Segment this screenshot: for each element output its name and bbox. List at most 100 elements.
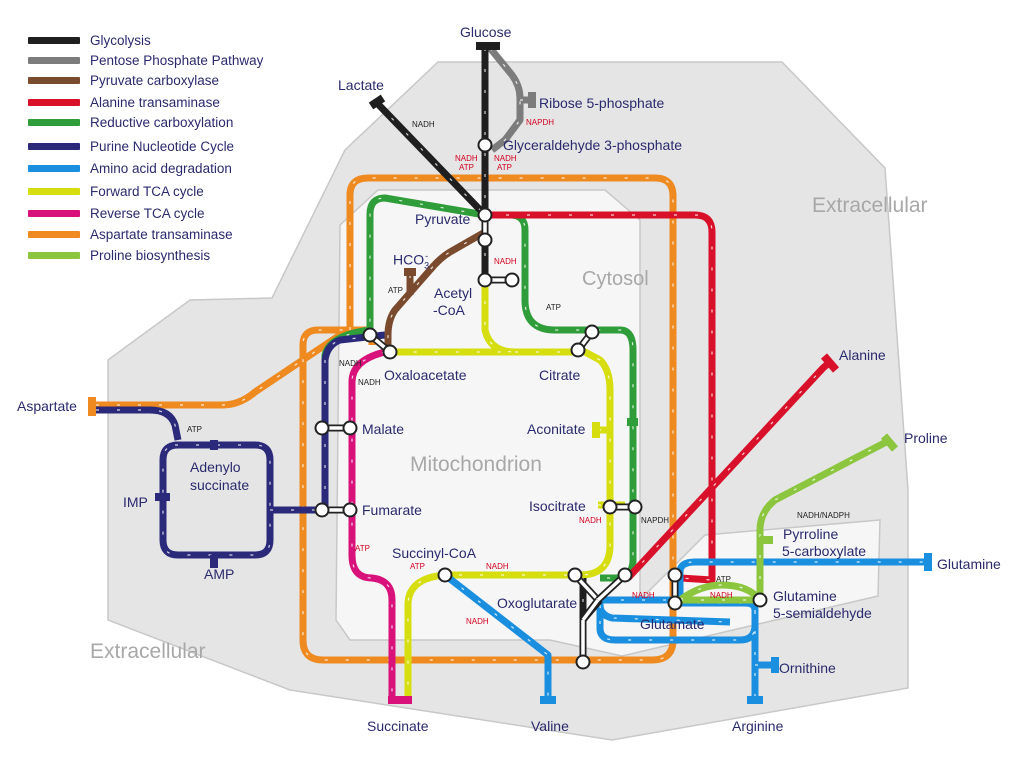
line-amino-acid-degradation-flow-marks (444, 561, 925, 700)
node-malate-2 (342, 420, 358, 436)
line-forward-tca-flow-marks (390, 280, 625, 700)
label-glutamine: Glutamine (937, 556, 1001, 572)
label-proline: Proline (904, 430, 948, 446)
cofactor-nadh-oaa-2: NADH (358, 378, 381, 387)
legend-item-ppp: Pentose Phosphate Pathway (28, 50, 263, 70)
label-gsa-line1: Glutamine (773, 588, 837, 604)
legend-label: Proline biosynthesis (90, 247, 211, 263)
label-pyrroline-line2: 5-carboxylate (782, 543, 867, 559)
cofactor-nadh-oaa-1: NADH (339, 359, 362, 368)
line-ppp-flow-marks (489, 47, 530, 151)
line-purine-cycle (96, 331, 386, 559)
hco3-base: HCO (393, 251, 425, 268)
cofactor-atp-g3p-2: ATP (497, 163, 512, 172)
pathway-lines (88, 42, 932, 704)
cofactor-atp-g3p-1: ATP (459, 163, 474, 172)
label-gsa-line2: 5-semialdehyde (773, 605, 872, 621)
legend-label: Reductive carboxylation (90, 114, 234, 130)
label-ribose-5-phosphate: Ribose 5-phosphate (539, 95, 665, 111)
legend-swatch (28, 230, 80, 238)
legend-item-forward-tca: Forward TCA cycle (28, 181, 204, 201)
cofactor-nadh-glutamate-2: NADH (710, 591, 733, 600)
node-pyruvate-2 (477, 232, 493, 248)
legend-swatch (28, 251, 80, 259)
node-g3p (477, 137, 493, 153)
cofactor-napdh-isocitrate: NAPDH (641, 516, 670, 525)
node-isocitrate-1 (602, 499, 618, 515)
cofactor-atp-citrate: ATP (546, 303, 561, 312)
legend-label: Purine Nucleotide Cycle (90, 138, 235, 154)
label-amp: AMP (204, 566, 235, 582)
line-reductive-carboxylation-flow-marks (324, 197, 634, 579)
node-gsa (752, 592, 768, 608)
label-malate: Malate (362, 421, 405, 437)
legend-swatch (28, 164, 80, 172)
node-fumarate-1 (314, 502, 330, 518)
legend-swatch (28, 36, 80, 44)
legend-swatch (28, 98, 80, 106)
cofactor-napdh-ppp: NAPDH (526, 118, 555, 127)
node-glutamate-1 (667, 567, 683, 583)
legend-swatch (28, 76, 80, 84)
label-aspartate: Aspartate (17, 398, 77, 414)
legend-item-purine-cycle: Purine Nucleotide Cycle (28, 136, 234, 156)
label-valine: Valine (531, 718, 569, 734)
legend-label: Forward TCA cycle (90, 183, 204, 199)
hco3-superscript: - (425, 251, 429, 261)
node-oxoglutarate-2 (617, 567, 633, 583)
line-alanine-transaminase-flow-marks (485, 214, 831, 581)
node-citrate-2 (584, 324, 600, 340)
legend-label: Amino acid degradation (90, 160, 232, 176)
metabolite-nodes (314, 137, 768, 670)
label-aconitate: Aconitate (527, 421, 586, 437)
legend-item-pyruvate-carboxylase: Pyruvate carboxylase (28, 70, 219, 90)
line-pyruvate-carboxylase (384, 228, 487, 350)
line-proline-biosynthesis (677, 436, 892, 604)
legend-item-alanine-transaminase: Alanine transaminase (28, 92, 220, 112)
legend-item-aspartate-transaminase: Aspartate transaminase (28, 224, 233, 244)
label-hco3: HCO3- (393, 251, 429, 270)
cofactor-nadh-g3p-1: NADH (455, 154, 478, 163)
cofactor-atp-hco3: ATP (388, 286, 403, 295)
legend-swatch (28, 209, 80, 217)
label-adenylo-line1: Adenylo (190, 459, 241, 475)
label-citrate: Citrate (539, 367, 581, 383)
legend-item-reductive-carboxylation: Reductive carboxylation (28, 112, 233, 132)
node-citrate-1 (570, 342, 586, 358)
cofactor-nadh-isocitrate: NADH (579, 516, 602, 525)
terminator-proline (880, 433, 899, 452)
line-aspartate-transaminase-outer-flow-marks (96, 177, 674, 661)
node-oxoglutarate-1 (567, 567, 583, 583)
label-succinate: Succinate (367, 718, 429, 734)
region-label-extracellular-top: Extracellular (812, 194, 928, 217)
node-acetyl-2 (504, 272, 520, 288)
legend-label: Aspartate transaminase (90, 226, 233, 242)
label-oxoglutarate: Oxoglutarate (497, 595, 578, 611)
legend-item-reverse-tca: Reverse TCA cycle (28, 203, 205, 223)
node-succinyl-coa (437, 567, 453, 583)
label-glutamate: Glutamate (640, 616, 705, 632)
legend-swatch (28, 118, 80, 126)
cofactor-nadh-pyruvate: NADH (494, 257, 517, 266)
node-oxoglutarate-3 (575, 654, 591, 670)
terminator-alanine (820, 353, 840, 373)
label-succinyl-coa: Succinyl-CoA (392, 545, 477, 561)
label-glyceraldehyde-3-phosphate: Glyceraldehyde 3-phosphate (503, 137, 683, 153)
node-oaa-2 (382, 344, 398, 360)
cofactor-nadh-glutamate-1: NADH (632, 591, 655, 600)
link-oxoglutarate-c-inner (581, 598, 600, 622)
node-oaa-1 (362, 327, 378, 343)
cofactor-nadh-g3p-2: NADH (494, 154, 517, 163)
region-label-extracellular-bottom: Extracellular (90, 640, 206, 663)
label-lactate: Lactate (338, 77, 384, 93)
region-label-mitochondrion: Mitochondrion (410, 453, 542, 476)
label-ornithine: Ornithine (779, 660, 836, 676)
region-label-cytosol: Cytosol (582, 268, 649, 290)
line-glycolysis-flow-marks (376, 48, 601, 660)
legend-label: Pyruvate carboxylase (90, 72, 220, 88)
label-fumarate: Fumarate (362, 502, 422, 518)
cofactor-atp-purine: ATP (187, 425, 202, 434)
node-isocitrate-2 (627, 499, 643, 515)
legend-swatch (28, 187, 80, 195)
terminator-lactate (368, 94, 386, 110)
